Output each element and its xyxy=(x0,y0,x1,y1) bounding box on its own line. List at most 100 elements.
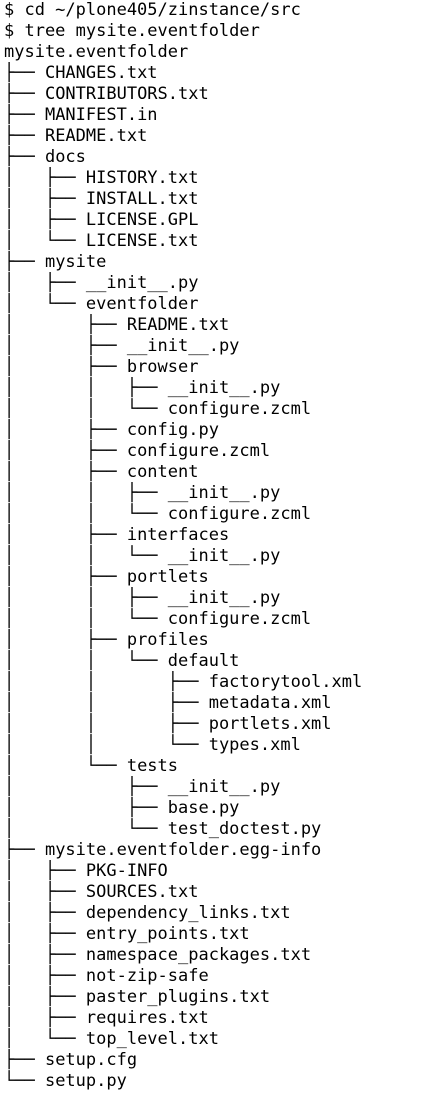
tree-line: │ │ └── default xyxy=(4,651,239,672)
tree-line: │ │ ├── __init__.py xyxy=(4,483,280,504)
tree-branch: ├── xyxy=(4,63,45,83)
entry-name: README.txt xyxy=(126,315,230,335)
tree-line: │ ├── PKG-INFO xyxy=(4,861,168,882)
tree-branch: │ ├── xyxy=(4,189,86,209)
tree-branch: │ ├── xyxy=(4,336,127,356)
tree-line: │ ├── not-zip-safe xyxy=(4,966,209,987)
tree-line: │ └── tests xyxy=(4,756,178,777)
tree-line: │ └── LICENSE.txt xyxy=(4,231,198,252)
entry-name: mysite xyxy=(44,252,107,272)
entry-name: default xyxy=(167,651,240,671)
tree-line: ├── CONTRIBUTORS.txt xyxy=(4,84,209,105)
tree-branch: ├── xyxy=(4,126,45,146)
tree-line: │ │ └── types.xml xyxy=(4,735,301,756)
tree-line: │ ├── SOURCES.txt xyxy=(4,882,198,903)
tree-line: ├── setup.cfg xyxy=(4,1050,137,1071)
tree-branch: │ │ ├── xyxy=(4,672,209,692)
entry-name: __init__.py xyxy=(167,483,281,503)
tree-branch: │ │ └── xyxy=(4,609,168,629)
entry-name: setup.py xyxy=(44,1071,127,1091)
tree-line: │ │ └── configure.zcml xyxy=(4,504,311,525)
tree-line: │ ├── portlets xyxy=(4,567,209,588)
entry-name: __init__.py xyxy=(167,378,281,398)
entry-name: dependency_links.txt xyxy=(85,903,291,923)
entry-name: base.py xyxy=(167,798,240,818)
entry-name: setup.cfg xyxy=(44,1050,138,1070)
tree-branch: │ │ ├── xyxy=(4,483,168,503)
tree-branch: │ ├── xyxy=(4,882,86,902)
tree-branch: │ ├── xyxy=(4,966,86,986)
tree-line: │ ├── dependency_links.txt xyxy=(4,903,291,924)
entry-name: mysite.eventfolder xyxy=(4,42,189,62)
tree-line: ├── README.txt xyxy=(4,126,147,147)
tree-line: │ │ ├── factorytool.xml xyxy=(4,672,362,693)
tree-branch: │ │ └── xyxy=(4,651,168,671)
tree-branch: │ └── xyxy=(4,231,86,251)
tree-line: │ ├── config.py xyxy=(4,420,219,441)
command-text: $ tree mysite.eventfolder xyxy=(4,21,260,41)
entry-name: configure.zcml xyxy=(167,504,312,524)
entry-name: HISTORY.txt xyxy=(85,168,199,188)
tree-branch: │ │ └── xyxy=(4,504,168,524)
tree-branch: │ ├── xyxy=(4,441,127,461)
tree-branch: │ ├── xyxy=(4,924,86,944)
entry-name: entry_points.txt xyxy=(85,924,250,944)
tree-branch: │ │ └── xyxy=(4,735,209,755)
tree-branch: ├── xyxy=(4,105,45,125)
tree-branch: └── xyxy=(4,1071,45,1091)
tree-branch: │ ├── xyxy=(4,987,86,1007)
tree-line: │ └── eventfolder xyxy=(4,294,198,315)
tree-line: │ ├── INSTALL.txt xyxy=(4,189,198,210)
tree-line: │ ├── LICENSE.GPL xyxy=(4,210,198,231)
tree-branch: ├── xyxy=(4,252,45,272)
tree-line: mysite.eventfolder xyxy=(4,42,188,63)
entry-name: portlets xyxy=(126,567,209,587)
entry-name: configure.zcml xyxy=(167,399,312,419)
tree-branch: │ ├── xyxy=(4,630,127,650)
tree-branch: │ └── xyxy=(4,819,168,839)
entry-name: configure.zcml xyxy=(126,441,271,461)
tree-line: │ │ └── configure.zcml xyxy=(4,609,311,630)
tree-branch: │ │ └── xyxy=(4,546,168,566)
tree-line: │ ├── browser xyxy=(4,357,198,378)
entry-name: requires.txt xyxy=(85,1008,209,1028)
tree-line: │ │ ├── metadata.xml xyxy=(4,693,332,714)
entry-name: __init__.py xyxy=(167,777,281,797)
entry-name: tests xyxy=(126,756,179,776)
tree-branch: │ ├── xyxy=(4,315,127,335)
entry-name: config.py xyxy=(126,420,219,440)
tree-branch: │ └── xyxy=(4,1029,86,1049)
entry-name: __init__.py xyxy=(167,546,281,566)
entry-name: MANIFEST.in xyxy=(44,105,158,125)
command-line: $ tree mysite.eventfolder xyxy=(4,21,260,42)
entry-name: __init__.py xyxy=(85,273,199,293)
tree-line: │ ├── requires.txt xyxy=(4,1008,209,1029)
entry-name: metadata.xml xyxy=(208,693,332,713)
tree-branch: │ ├── xyxy=(4,903,86,923)
tree-branch: │ ├── xyxy=(4,462,127,482)
tree-branch: │ └── xyxy=(4,294,86,314)
tree-line: ├── CHANGES.txt xyxy=(4,63,158,84)
entry-name: content xyxy=(126,462,199,482)
entry-name: namespace_packages.txt xyxy=(85,945,312,965)
tree-line: │ │ ├── __init__.py xyxy=(4,588,280,609)
entry-name: not-zip-safe xyxy=(85,966,209,986)
tree-branch: │ ├── xyxy=(4,168,86,188)
tree-branch: │ │ ├── xyxy=(4,588,168,608)
tree-branch: │ ├── xyxy=(4,861,86,881)
entry-name: paster_plugins.txt xyxy=(85,987,271,1007)
tree-branch: │ └── xyxy=(4,756,127,776)
entry-name: mysite.eventfolder.egg-info xyxy=(44,840,322,860)
entry-name: factorytool.xml xyxy=(208,672,363,692)
entry-name: profiles xyxy=(126,630,209,650)
entry-name: configure.zcml xyxy=(167,609,312,629)
entry-name: docs xyxy=(44,147,86,167)
tree-branch: │ │ ├── xyxy=(4,378,168,398)
tree-branch: ├── xyxy=(4,84,45,104)
entry-name: SOURCES.txt xyxy=(85,882,199,902)
tree-branch: │ ├── xyxy=(4,798,168,818)
tree-line: │ ├── namespace_packages.txt xyxy=(4,945,311,966)
tree-branch: │ ├── xyxy=(4,357,127,377)
tree-line: │ ├── base.py xyxy=(4,798,239,819)
